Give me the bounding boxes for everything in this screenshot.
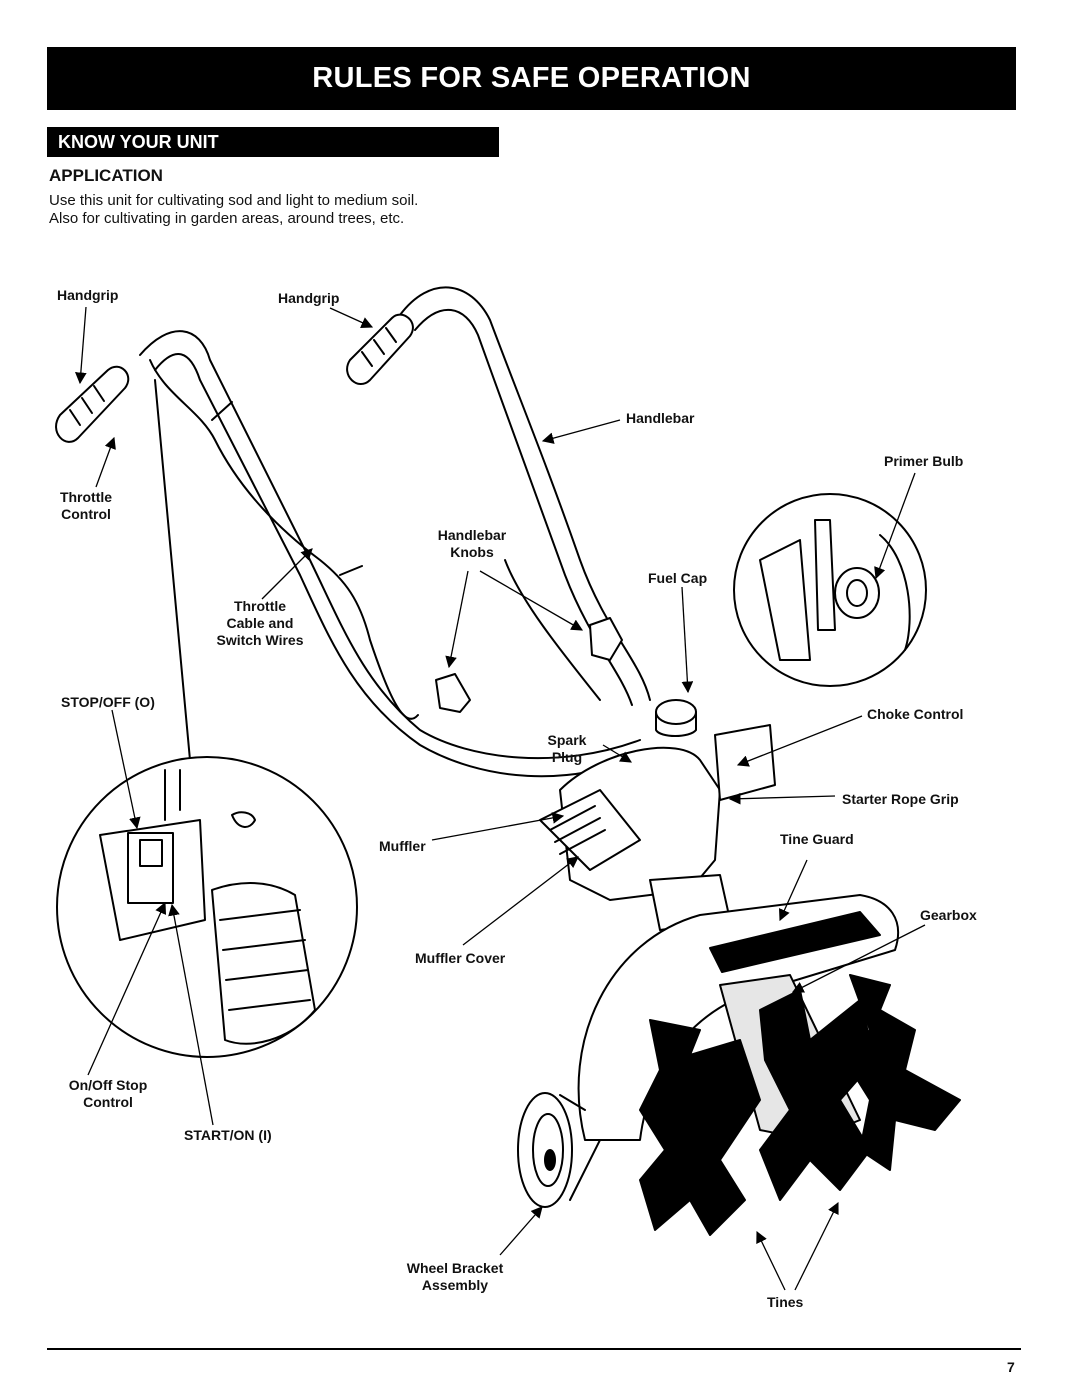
page-title-bar: RULES FOR SAFE OPERATION <box>47 47 1016 110</box>
leader-knob-left <box>445 570 469 669</box>
page-title: RULES FOR SAFE OPERATION <box>312 62 751 94</box>
leader-muffler-cover <box>462 856 579 946</box>
leader-tines-a <box>756 1230 786 1291</box>
leader-primer-bulb <box>874 472 916 580</box>
label-muffler-cover: Muffler Cover <box>415 950 506 966</box>
application-text: Use this unit for cultivating sod and li… <box>49 192 529 228</box>
leader-handgrip-left <box>74 306 87 385</box>
handgrip-right <box>346 313 414 386</box>
leader-throttle-cable <box>261 548 313 600</box>
label-choke-control: Choke Control <box>867 706 964 722</box>
label-gearbox: Gearbox <box>920 907 977 923</box>
label-tine-guard: Tine Guard <box>780 831 854 847</box>
label-tines: Tines <box>767 1294 804 1310</box>
label-wheel-bracket-assembly: Wheel Bracket Assembly <box>406 1260 504 1293</box>
leader-handgrip-right <box>329 307 374 328</box>
label-stop-off: STOP/OFF (O) <box>61 694 155 710</box>
leader-wheel-bracket <box>499 1206 543 1256</box>
label-throttle-cable: Throttle Cable and Switch Wires <box>216 598 304 648</box>
leader-tines-b <box>794 1201 839 1291</box>
handlebar-knob-right <box>589 617 623 661</box>
leader-stop-off <box>111 709 141 830</box>
section-header: KNOW YOUR UNIT <box>47 127 499 157</box>
application-heading: APPLICATION <box>49 166 163 185</box>
leader-knob-right <box>479 570 584 631</box>
label-handlebar-knobs: Handlebar Knobs <box>437 527 507 560</box>
label-handlebar: Handlebar <box>626 410 695 426</box>
intro-line-2: Also for cultivating in garden areas, ar… <box>49 210 405 227</box>
label-starter-rope-grip: Starter Rope Grip <box>842 791 959 807</box>
leader-start-on <box>168 903 214 1126</box>
wheel <box>517 1092 601 1208</box>
section-title: KNOW YOUR UNIT <box>58 131 219 152</box>
handlebar-knob-left <box>435 673 471 713</box>
label-start-on: START/ON (I) <box>184 1127 272 1143</box>
label-throttle-control: Throttle Control <box>59 489 113 522</box>
leader-fuel-cap <box>681 586 694 694</box>
handgrip-left <box>55 365 130 443</box>
tines <box>639 974 961 1236</box>
leader-muffler <box>431 812 565 841</box>
label-primer-bulb: Primer Bulb <box>884 453 964 469</box>
page-number: 7 <box>1007 1359 1015 1375</box>
leader-throttle-control <box>95 436 116 488</box>
tine-guard <box>577 894 900 1141</box>
label-handgrip-right: Handgrip <box>278 290 340 306</box>
leader-choke-control <box>736 715 863 767</box>
label-spark-plug: Spark Plug <box>547 732 587 765</box>
primer-bulb-inset <box>733 493 927 687</box>
leader-handlebar <box>541 419 621 444</box>
handlebar <box>139 286 651 778</box>
label-fuel-cap: Fuel Cap <box>648 570 708 586</box>
footer-rule <box>47 1348 1021 1350</box>
intro-line-1: Use this unit for cultivating sod and li… <box>49 192 419 209</box>
label-onoff-stop-control: On/Off Stop Control <box>68 1077 148 1110</box>
leader-starter-rope <box>728 792 836 805</box>
leader-gearbox <box>791 924 926 993</box>
leader-spark-plug <box>602 744 633 763</box>
leader-onoff-stop <box>87 901 167 1076</box>
switch-inset <box>56 756 358 1058</box>
throttle-cable <box>149 359 419 720</box>
label-muffler: Muffler <box>379 838 426 854</box>
label-handgrip-left: Handgrip <box>57 287 119 303</box>
leader-tine-guard <box>778 859 808 922</box>
